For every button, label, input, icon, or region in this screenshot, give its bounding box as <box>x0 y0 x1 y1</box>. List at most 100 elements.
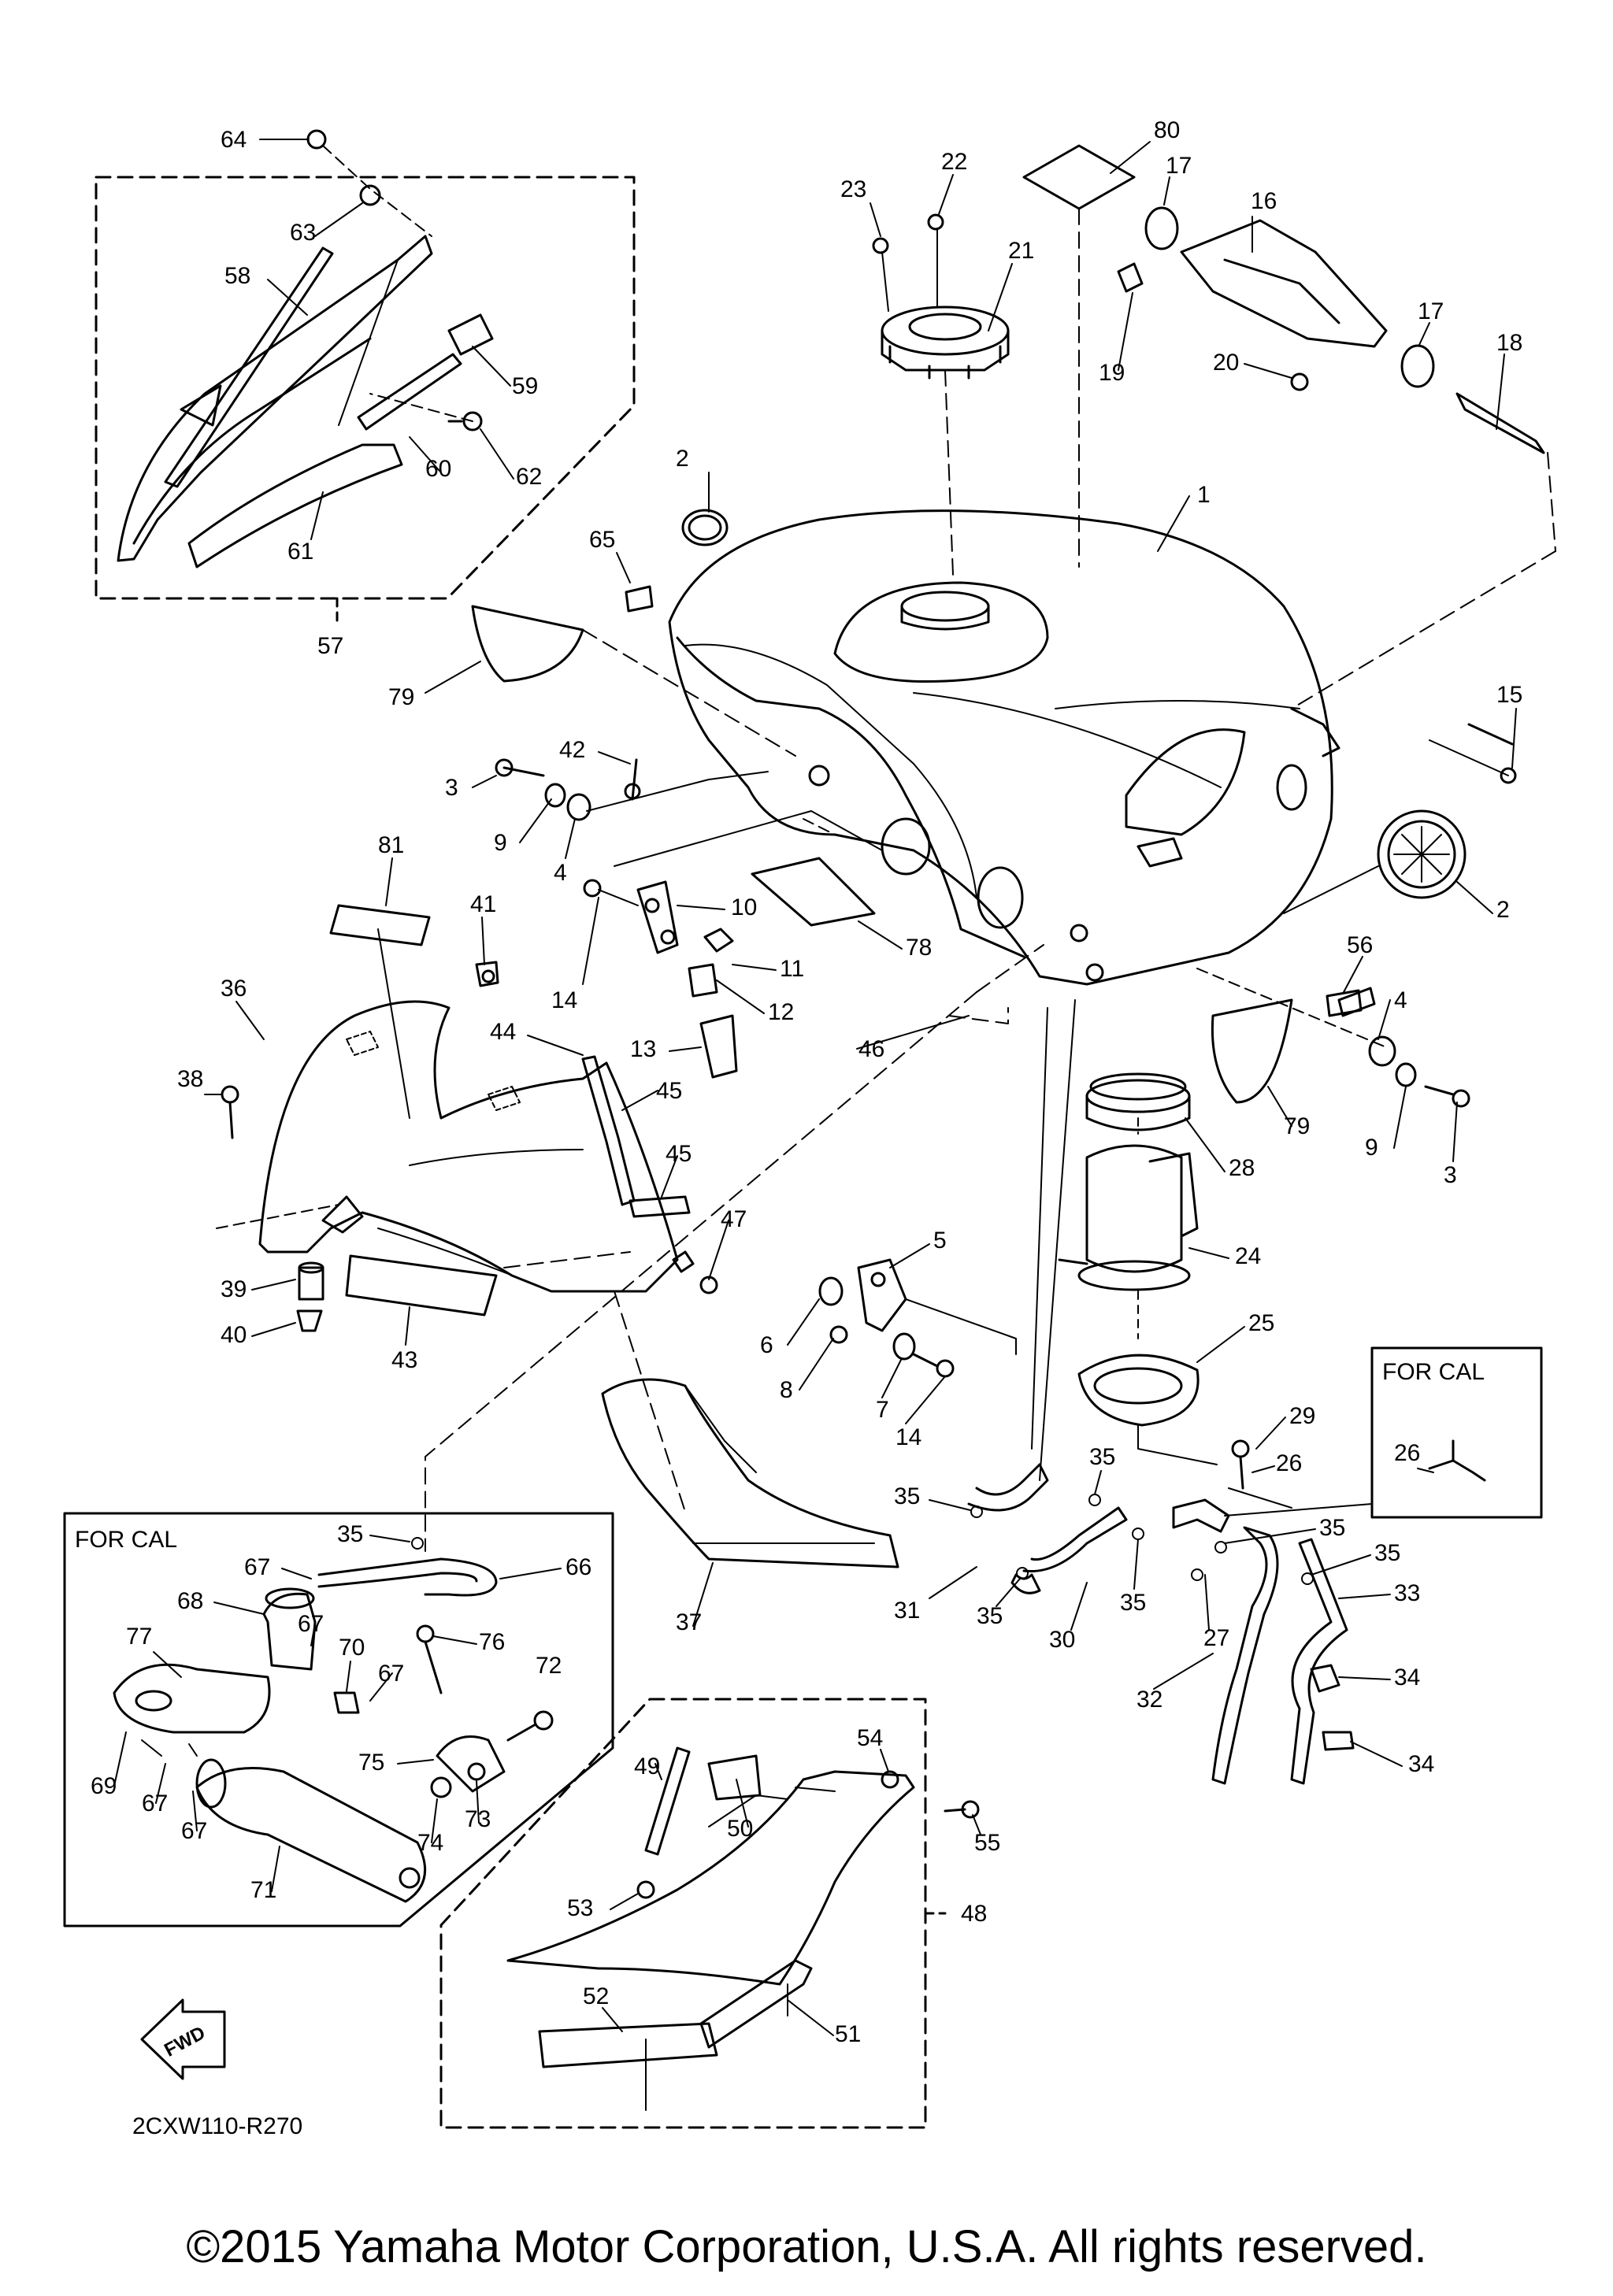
callout-35e: 35 <box>1120 1590 1146 1616</box>
callout-77: 77 <box>126 1624 152 1650</box>
clips-35 <box>411 1494 1314 1585</box>
callout-10: 10 <box>731 894 757 920</box>
callout-43: 43 <box>391 1347 417 1373</box>
callout-17a: 17 <box>1166 153 1192 179</box>
callout-24: 24 <box>1235 1243 1261 1269</box>
callout-72: 72 <box>536 1653 562 1679</box>
callout-26b: 26 <box>1394 1440 1420 1466</box>
callout-32: 32 <box>1137 1687 1162 1713</box>
callout-64: 64 <box>221 127 247 153</box>
callout-4b: 4 <box>1394 987 1407 1013</box>
callout-11: 11 <box>780 956 804 982</box>
tank-cap-assembly <box>872 213 1010 576</box>
tank-seal-2-top <box>681 509 729 546</box>
callout-79b: 79 <box>1284 1113 1310 1139</box>
callout-13: 13 <box>630 1036 656 1062</box>
callout-55: 55 <box>974 1830 1000 1856</box>
callout-42: 42 <box>559 737 585 763</box>
callout-61: 61 <box>287 539 313 565</box>
callout-65: 65 <box>589 527 615 553</box>
callout-44: 44 <box>490 1019 516 1045</box>
callout-75: 75 <box>358 1750 384 1776</box>
callout-22: 22 <box>941 149 967 175</box>
callout-52: 52 <box>583 1983 609 2009</box>
callout-34a: 34 <box>1394 1665 1420 1691</box>
callout-67d: 67 <box>142 1791 168 1816</box>
fwd-arrow-icon <box>140 1998 226 2080</box>
callout-35c: 35 <box>1319 1515 1345 1541</box>
callout-45a: 45 <box>656 1078 682 1104</box>
callout-74: 74 <box>417 1830 443 1856</box>
heat-shield-78 <box>751 857 876 927</box>
callout-68: 68 <box>177 1588 203 1614</box>
callout-35g: 35 <box>337 1521 363 1547</box>
callout-53: 53 <box>567 1895 593 1921</box>
callout-78: 78 <box>906 935 932 961</box>
callout-39: 39 <box>221 1276 247 1302</box>
callout-56: 56 <box>1347 932 1373 958</box>
callout-81: 81 <box>378 832 404 858</box>
fwd-label: FWD <box>161 2022 209 2061</box>
bracket-5-8 <box>818 1258 1017 1378</box>
for-cal-label-right: FOR CAL <box>1382 1359 1485 1385</box>
callout-3a: 3 <box>445 775 458 801</box>
side-cover-assembly-box <box>95 129 636 624</box>
callout-leaders <box>113 139 1517 2036</box>
callout-14a: 14 <box>551 987 577 1013</box>
breather-pipe-assembly <box>1117 206 1556 709</box>
callout-23: 23 <box>840 176 866 202</box>
callout-25: 25 <box>1248 1310 1274 1336</box>
diagram-code: 2CXW110-R270 <box>132 2113 302 2139</box>
callout-35a: 35 <box>1089 1444 1115 1470</box>
callout-45b: 45 <box>666 1141 692 1167</box>
bolt-washer-3-9-4-left <box>495 758 769 821</box>
callout-80: 80 <box>1154 117 1180 143</box>
callout-2a: 2 <box>676 446 689 472</box>
callout-28: 28 <box>1229 1155 1255 1181</box>
side-panel-79-left <box>471 605 796 757</box>
lower-cover-37 <box>601 1378 899 1568</box>
callout-20: 20 <box>1213 350 1239 376</box>
callout-34b: 34 <box>1408 1751 1434 1777</box>
callout-29: 29 <box>1289 1403 1315 1429</box>
callout-50: 50 <box>727 1816 753 1842</box>
mount-bracket-10-13 <box>583 810 883 1079</box>
callout-62: 62 <box>516 464 542 490</box>
callout-17b: 17 <box>1418 298 1444 324</box>
rear-cowl-36 <box>258 1000 679 1293</box>
under-cover-assembly-box <box>439 1698 980 2129</box>
callout-67e: 67 <box>181 1818 207 1844</box>
callout-69: 69 <box>91 1773 117 1799</box>
for-cal-label-left: FOR CAL <box>75 1527 177 1553</box>
callout-6: 6 <box>760 1332 773 1358</box>
callout-1: 1 <box>1197 482 1211 508</box>
callout-46: 46 <box>858 1036 884 1062</box>
leader-lines <box>425 944 1044 1552</box>
cowl-trim-44-45 <box>475 961 718 1294</box>
callout-38: 38 <box>177 1066 203 1092</box>
callout-67b: 67 <box>298 1611 324 1637</box>
callout-79a: 79 <box>388 684 414 710</box>
callout-8: 8 <box>780 1377 793 1403</box>
copyright-notice: ©2015 Yamaha Motor Corporation, U.S.A. A… <box>186 2221 1427 2272</box>
callout-67a: 67 <box>244 1554 270 1580</box>
yamaha-emblem-2 <box>1283 809 1467 914</box>
fuel-pump-assembly <box>1058 1072 1250 1490</box>
emblem-label-81 <box>329 904 431 1119</box>
callout-4a: 4 <box>554 860 567 886</box>
callout-21: 21 <box>1008 238 1034 264</box>
caution-label-80 <box>1022 144 1136 568</box>
callout-37: 37 <box>676 1609 702 1635</box>
callout-18: 18 <box>1496 330 1522 356</box>
callout-66: 66 <box>565 1554 591 1580</box>
callout-36: 36 <box>221 976 247 1002</box>
callout-63: 63 <box>290 220 316 246</box>
callout-numbers: 1 2 2 3 3 4 4 5 6 7 8 9 9 10 11 12 13 14… <box>91 117 1522 2047</box>
fuel-tank <box>668 509 1340 986</box>
callout-5: 5 <box>933 1228 947 1254</box>
callout-3b: 3 <box>1444 1162 1457 1188</box>
callout-31: 31 <box>894 1598 920 1624</box>
callout-40: 40 <box>221 1322 247 1348</box>
callout-27: 27 <box>1203 1625 1229 1651</box>
